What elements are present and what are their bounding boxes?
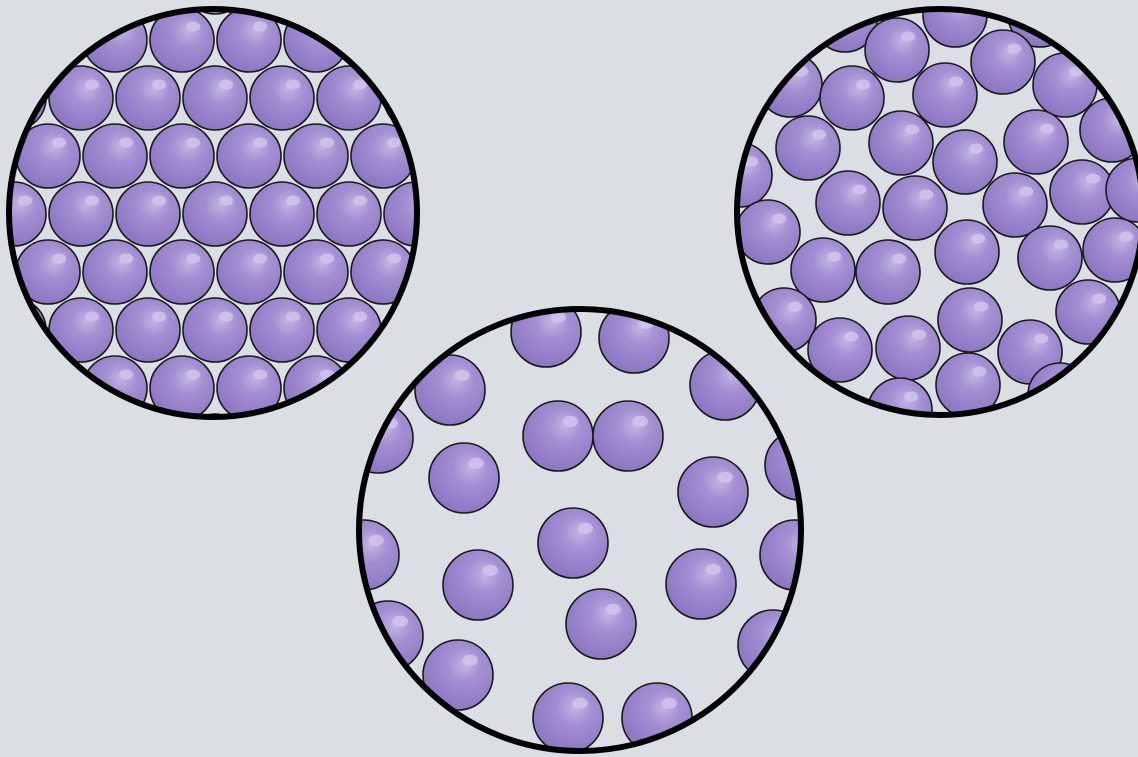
particle bbox=[938, 288, 1002, 352]
particle bbox=[869, 111, 933, 175]
particle bbox=[284, 124, 348, 188]
particle bbox=[0, 8, 13, 72]
particle bbox=[971, 30, 1035, 94]
particle bbox=[736, 200, 800, 264]
particle bbox=[183, 182, 247, 246]
particle bbox=[485, 240, 549, 304]
particle bbox=[418, 8, 482, 72]
particle bbox=[538, 508, 608, 578]
particle bbox=[443, 550, 513, 620]
particle bbox=[150, 240, 214, 304]
particle bbox=[317, 182, 381, 246]
particle bbox=[816, 171, 880, 235]
particle bbox=[116, 66, 180, 130]
particle bbox=[183, 298, 247, 362]
liquid-particles-panel bbox=[708, 0, 1138, 442]
particle bbox=[1033, 53, 1097, 117]
particle bbox=[418, 124, 482, 188]
particle bbox=[49, 414, 113, 478]
particle bbox=[935, 220, 999, 284]
particle bbox=[933, 130, 997, 194]
particle bbox=[415, 355, 485, 425]
particle bbox=[317, 298, 381, 362]
particle bbox=[116, 298, 180, 362]
particle bbox=[1050, 160, 1114, 224]
particle bbox=[983, 173, 1047, 237]
particle bbox=[856, 240, 920, 304]
particle bbox=[250, 66, 314, 130]
particle bbox=[317, 0, 381, 14]
particle bbox=[351, 124, 415, 188]
particle bbox=[1083, 218, 1138, 282]
particle bbox=[284, 240, 348, 304]
particle bbox=[49, 182, 113, 246]
particle bbox=[1004, 110, 1068, 174]
particle bbox=[83, 240, 147, 304]
particle bbox=[116, 414, 180, 478]
particle bbox=[217, 240, 281, 304]
particle bbox=[0, 414, 46, 478]
particle bbox=[451, 182, 515, 246]
particle bbox=[83, 124, 147, 188]
particle bbox=[566, 589, 636, 659]
particle bbox=[0, 356, 13, 420]
particle bbox=[429, 443, 499, 513]
particle bbox=[49, 0, 113, 14]
particle bbox=[820, 66, 884, 130]
particle bbox=[183, 66, 247, 130]
particle bbox=[150, 124, 214, 188]
particle bbox=[776, 116, 840, 180]
particle bbox=[883, 176, 947, 240]
particle bbox=[423, 640, 493, 710]
particle bbox=[451, 66, 515, 130]
particle bbox=[351, 8, 415, 72]
particle bbox=[533, 683, 603, 753]
particle bbox=[913, 63, 977, 127]
particle bbox=[250, 298, 314, 362]
particle bbox=[1018, 226, 1082, 290]
particle bbox=[217, 124, 281, 188]
particle bbox=[865, 18, 929, 82]
particle bbox=[250, 182, 314, 246]
particle bbox=[384, 0, 448, 14]
particle bbox=[678, 457, 748, 527]
particle bbox=[485, 8, 549, 72]
particle bbox=[83, 356, 147, 420]
gas-particles-panel bbox=[329, 297, 835, 753]
particle bbox=[116, 182, 180, 246]
particle bbox=[49, 298, 113, 362]
particle bbox=[1080, 98, 1138, 162]
particle bbox=[418, 240, 482, 304]
particle bbox=[451, 0, 515, 14]
particle bbox=[1056, 280, 1120, 344]
particle bbox=[16, 356, 80, 420]
particle bbox=[485, 124, 549, 188]
particle bbox=[0, 0, 46, 14]
particle bbox=[16, 8, 80, 72]
particle bbox=[317, 66, 381, 130]
particle bbox=[250, 414, 314, 478]
particle bbox=[83, 8, 147, 72]
particle bbox=[523, 401, 593, 471]
particle bbox=[666, 549, 736, 619]
particle bbox=[183, 414, 247, 478]
particle bbox=[876, 316, 940, 380]
particle bbox=[593, 401, 663, 471]
